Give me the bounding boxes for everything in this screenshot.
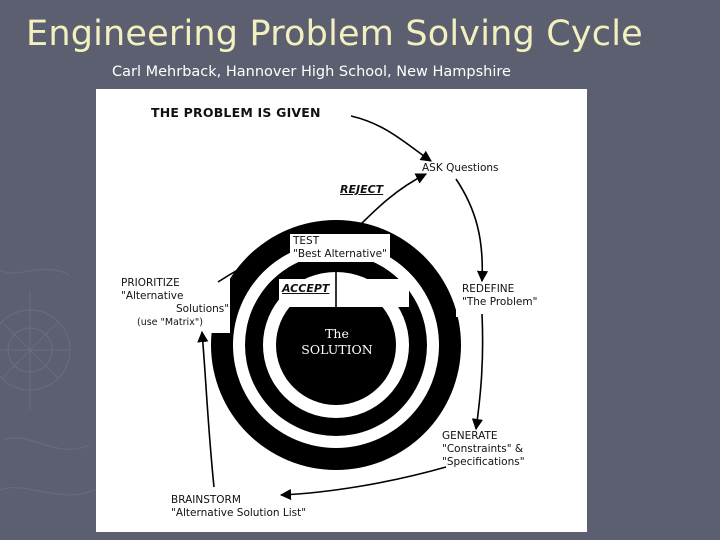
label-redefine-l1: REDEFINE [462, 283, 515, 295]
arrow-brainstorm-to-prioritize [197, 330, 215, 488]
label-generate: GENERATE "Constraints" & "Specifications… [442, 430, 525, 469]
label-brainstorm: BRAINSTORM "Alternative Solution List" [171, 494, 306, 520]
arrow-problem-to-ask [350, 115, 432, 162]
slide-subtitle: Carl Mehrback, Hannover High School, New… [112, 64, 511, 80]
label-prioritize-l4: (use "Matrix") [137, 317, 203, 328]
label-prioritize-l3: Solutions" [176, 303, 230, 315]
diagram-panel: THE PROBLEM IS GIVEN ASK Questions REJEC… [96, 89, 587, 532]
label-test-sub: "Best Alternative" [293, 248, 387, 260]
arrow-reject-to-ask [353, 173, 428, 232]
label-prioritize: PRIORITIZE "Alternative Solutions" (use … [121, 277, 229, 329]
label-redefine: REDEFINE "The Problem" [462, 283, 537, 309]
arrow-ask-to-redefine [455, 178, 489, 283]
arrow-redefine-to-generate [471, 313, 484, 431]
label-generate-l2: "Constraints" & [442, 443, 524, 455]
label-problem-given: THE PROBLEM IS GIVEN [151, 105, 321, 120]
label-ask: ASK Questions [422, 162, 499, 174]
label-reject-text: REJECT [340, 183, 384, 196]
background-map-decoration [0, 268, 96, 496]
label-prioritize-l1: PRIORITIZE [121, 277, 180, 289]
label-accept: ACCEPT [282, 282, 329, 295]
cycle-diagram [120, 115, 561, 501]
label-reject: REJECT [340, 183, 383, 196]
label-generate-l1: GENERATE [442, 430, 498, 442]
label-test: TEST "Best Alternative" [290, 234, 390, 262]
label-test-title: TEST [293, 235, 320, 247]
label-prioritize-l2: "Alternative [121, 290, 184, 302]
slide-title: Engineering Problem Solving Cycle [26, 14, 643, 54]
label-accept-text: ACCEPT [282, 282, 330, 295]
accept-label-bg [279, 279, 409, 307]
label-solution: The SOLUTION [292, 326, 382, 358]
label-solution-l1: The [325, 326, 349, 341]
label-redefine-l2: "The Problem" [462, 296, 538, 308]
label-brainstorm-l1: BRAINSTORM [171, 494, 241, 506]
label-brainstorm-l2: "Alternative Solution List" [171, 507, 307, 519]
prioritize-label-bg [120, 273, 230, 333]
arrow-prioritize-to-test [217, 244, 292, 283]
label-generate-l3: "Specifications" [442, 456, 525, 468]
label-solution-l2: SOLUTION [301, 342, 373, 357]
arrow-generate-to-brainstorm [279, 466, 447, 501]
redefine-label-bg [456, 279, 561, 317]
